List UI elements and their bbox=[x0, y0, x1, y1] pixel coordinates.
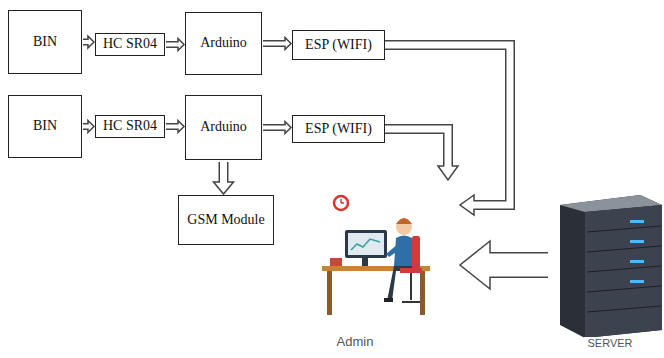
hollow-arrow bbox=[166, 39, 184, 51]
icon-node: SERVER bbox=[548, 190, 664, 356]
box-label: BIN bbox=[30, 34, 60, 50]
hollow-arrow bbox=[83, 36, 94, 48]
hollow-arrow bbox=[263, 122, 291, 134]
process-box: ESP (WIFI) bbox=[292, 115, 385, 143]
process-box: Arduino bbox=[185, 12, 262, 75]
hollow-arrow bbox=[385, 45, 510, 215]
box-label: GSM Module bbox=[184, 212, 267, 228]
process-box: Arduino bbox=[185, 95, 262, 160]
box-label: BIN bbox=[30, 118, 60, 134]
icon-node: Admin bbox=[300, 180, 460, 356]
server-illustration bbox=[560, 195, 662, 338]
box-label: HC SR04 bbox=[100, 36, 160, 52]
process-box: ESP (WIFI) bbox=[292, 30, 385, 60]
box-label: Arduino bbox=[197, 35, 250, 51]
hollow-arrow bbox=[460, 241, 548, 289]
admin-illustration bbox=[322, 196, 430, 315]
hollow-arrow bbox=[83, 121, 94, 133]
icon-label: Admin bbox=[334, 335, 377, 352]
box-label: ESP (WIFI) bbox=[302, 121, 375, 137]
hollow-arrow bbox=[385, 129, 458, 180]
box-label: ESP (WIFI) bbox=[302, 37, 375, 53]
box-label: HC SR04 bbox=[100, 118, 160, 134]
process-box: HC SR04 bbox=[95, 115, 165, 138]
hollow-arrow bbox=[166, 121, 184, 133]
process-box: GSM Module bbox=[178, 195, 274, 245]
hollow-arrow bbox=[214, 162, 234, 194]
box-label: Arduino bbox=[197, 119, 250, 135]
hollow-arrow bbox=[263, 38, 291, 50]
process-box: BIN bbox=[8, 95, 82, 158]
process-box: HC SR04 bbox=[95, 33, 165, 56]
process-box: BIN bbox=[8, 10, 82, 74]
icon-label: SERVER bbox=[584, 337, 635, 352]
